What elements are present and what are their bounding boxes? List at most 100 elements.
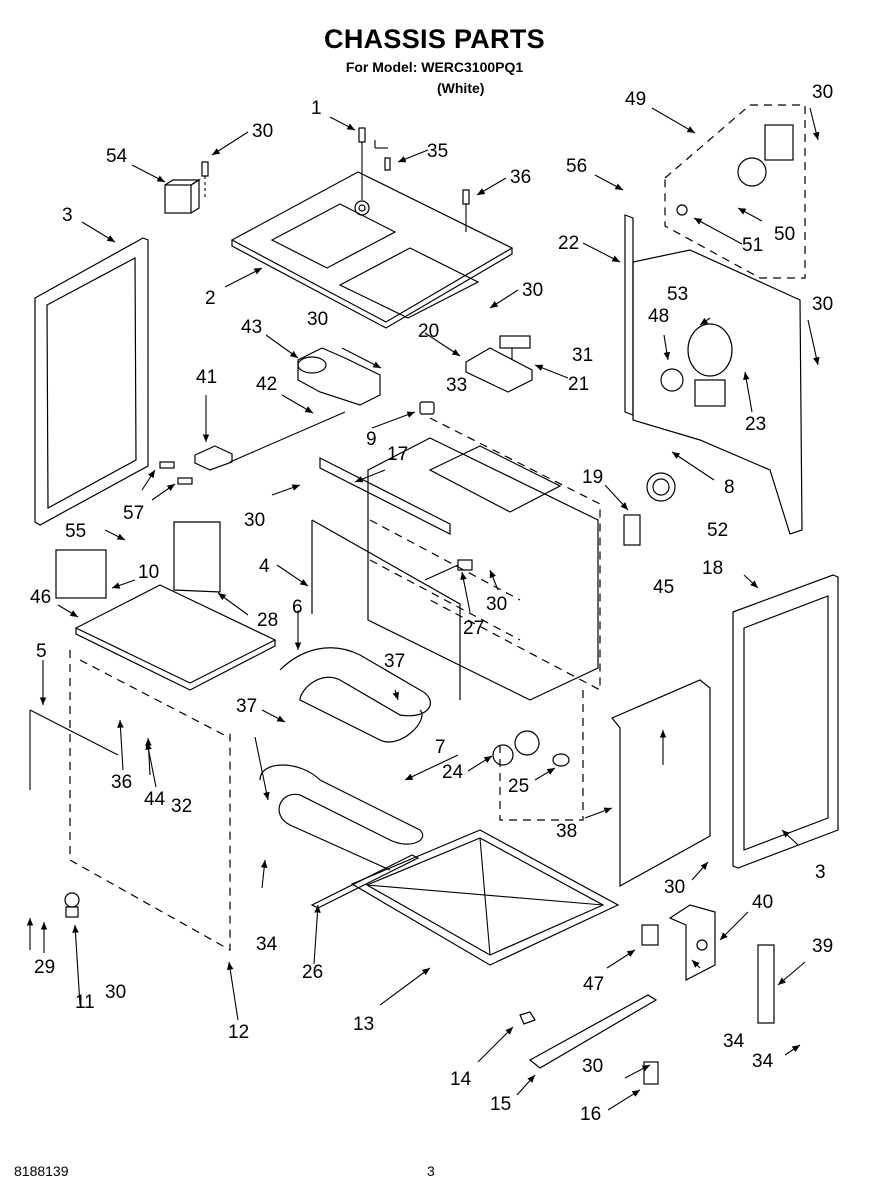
color-variant: (White) bbox=[437, 80, 485, 96]
callout-34-b: 34 bbox=[723, 1031, 745, 1052]
part-convection-fan-assembly bbox=[664, 104, 806, 279]
callout-47: 47 bbox=[583, 974, 604, 995]
part-side-panel-right bbox=[732, 574, 839, 869]
callout-6: 6 bbox=[292, 597, 303, 618]
model-subtitle: For Model: WERC3100PQ1 bbox=[345, 59, 524, 75]
callout-30-a: 30 bbox=[252, 121, 273, 142]
callout-24: 24 bbox=[442, 762, 464, 783]
callout-53: 53 bbox=[667, 284, 688, 305]
callout-57: 57 bbox=[123, 503, 144, 524]
part-sensor-27 bbox=[424, 559, 473, 581]
callout-37-b: 37 bbox=[236, 696, 257, 717]
callout-2: 2 bbox=[205, 288, 216, 309]
part-bake-element-6 bbox=[279, 647, 431, 743]
part-screw-30-top bbox=[201, 161, 209, 200]
callout-55: 55 bbox=[65, 521, 86, 542]
callout-30-j: 30 bbox=[582, 1056, 603, 1077]
part-screw-36 bbox=[462, 189, 470, 232]
callout-28: 28 bbox=[257, 610, 278, 631]
callout-18: 18 bbox=[702, 558, 723, 579]
part-bracket-39 bbox=[757, 944, 775, 1024]
part-latch-rod bbox=[229, 411, 346, 463]
callout-33: 33 bbox=[446, 375, 467, 396]
callout-5: 5 bbox=[36, 641, 47, 662]
part-terminal-block-21 bbox=[499, 335, 531, 360]
callout-30-i: 30 bbox=[105, 982, 126, 1003]
callout-9: 9 bbox=[366, 429, 377, 450]
callout-45: 45 bbox=[653, 577, 674, 598]
part-gasket-4 bbox=[311, 519, 461, 700]
part-trim-5 bbox=[29, 709, 119, 756]
callout-54: 54 bbox=[106, 146, 128, 167]
callout-49: 49 bbox=[625, 89, 646, 110]
callout-52: 52 bbox=[707, 520, 728, 541]
part-broil-element-7 bbox=[259, 764, 424, 871]
callout-51: 51 bbox=[742, 235, 763, 256]
part-bracket-20 bbox=[465, 347, 533, 393]
part-latch-bracket bbox=[194, 445, 233, 471]
callout-46: 46 bbox=[30, 587, 51, 608]
callout-56: 56 bbox=[566, 156, 587, 177]
part-pad-47 bbox=[641, 924, 659, 946]
part-transformer bbox=[164, 178, 202, 214]
part-sensor-9 bbox=[419, 401, 435, 415]
part-screw-35 bbox=[374, 140, 391, 171]
callout-50: 50 bbox=[774, 224, 795, 245]
part-fan-cover-52 bbox=[646, 472, 676, 502]
callout-34-c: 34 bbox=[752, 1051, 774, 1072]
callout-36-a: 36 bbox=[510, 167, 531, 188]
part-oven-cavity bbox=[367, 417, 601, 701]
callout-30-h: 30 bbox=[664, 877, 685, 898]
callout-25: 25 bbox=[508, 776, 529, 797]
page-number: 3 bbox=[427, 1163, 435, 1179]
part-screws-57 bbox=[159, 461, 193, 485]
callout-17: 17 bbox=[387, 444, 408, 465]
callout-12: 12 bbox=[228, 1022, 249, 1043]
callout-23: 23 bbox=[745, 414, 766, 435]
part-leveling-leg-16 bbox=[643, 1061, 659, 1085]
page-title: CHASSIS PARTS bbox=[324, 24, 545, 54]
part-control-board bbox=[55, 549, 107, 599]
part-bracket-28 bbox=[173, 521, 221, 593]
callout-8: 8 bbox=[724, 477, 735, 498]
part-bottom-tray bbox=[350, 829, 620, 966]
callout-31: 31 bbox=[572, 345, 593, 366]
callout-41: 41 bbox=[196, 367, 217, 388]
part-clip-14 bbox=[519, 1011, 536, 1025]
callout-37-a: 37 bbox=[384, 651, 405, 672]
callout-32: 32 bbox=[171, 796, 192, 817]
callout-22: 22 bbox=[558, 233, 579, 254]
callout-29: 29 bbox=[34, 957, 55, 978]
callout-30-f: 30 bbox=[244, 510, 265, 531]
callout-42: 42 bbox=[256, 374, 277, 395]
callout-43: 43 bbox=[241, 317, 262, 338]
part-bracket-40 bbox=[668, 904, 716, 981]
callout-20: 20 bbox=[418, 321, 439, 342]
callout-39: 39 bbox=[812, 936, 833, 957]
callout-30-g: 30 bbox=[486, 594, 507, 615]
part-front-frame bbox=[69, 650, 231, 952]
callout-30-b: 30 bbox=[812, 82, 833, 103]
part-insulation-38 bbox=[611, 679, 711, 888]
callout-13: 13 bbox=[353, 1014, 374, 1035]
callout-3-left: 3 bbox=[62, 205, 73, 226]
part-bracket-19 bbox=[623, 514, 641, 546]
callout-30-e: 30 bbox=[812, 294, 833, 315]
callout-34-a: 34 bbox=[256, 934, 278, 955]
part-pin bbox=[358, 127, 366, 200]
callout-15: 15 bbox=[490, 1094, 511, 1115]
callout-7: 7 bbox=[435, 737, 446, 758]
callout-44: 44 bbox=[144, 789, 166, 810]
callout-16: 16 bbox=[580, 1104, 601, 1125]
callout-38: 38 bbox=[556, 821, 577, 842]
part-tray-46 bbox=[74, 584, 277, 691]
callout-27: 27 bbox=[463, 618, 484, 639]
part-side-panel-left bbox=[34, 237, 149, 526]
callout-4: 4 bbox=[259, 556, 270, 577]
callout-1: 1 bbox=[311, 98, 322, 119]
part-light-assembly bbox=[492, 690, 584, 821]
callout-26: 26 bbox=[302, 962, 323, 983]
part-top-support-panel bbox=[230, 171, 514, 329]
document-number: 8188139 bbox=[14, 1163, 69, 1179]
